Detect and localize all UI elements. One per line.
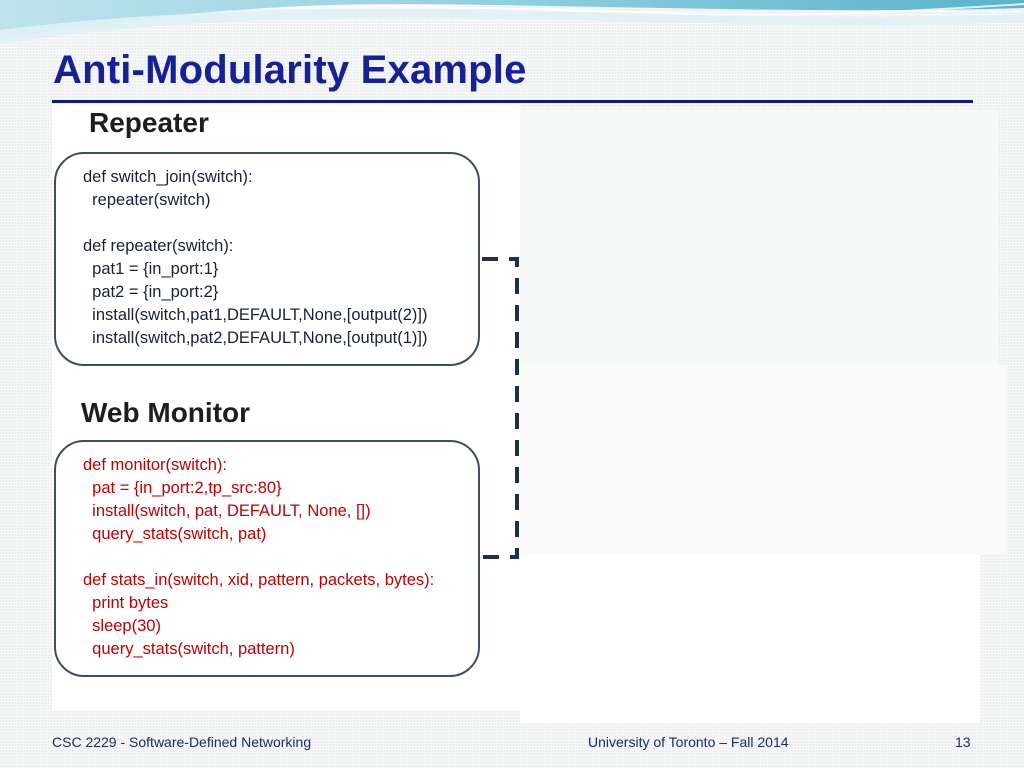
code-line	[83, 546, 468, 569]
footer-page-number: 13	[955, 734, 971, 750]
code-line: query_stats(switch, pat)	[83, 525, 267, 543]
footer-university: University of Toronto – Fall 2014	[588, 734, 789, 750]
code-line: query_stats(switch, pattern)	[83, 640, 295, 658]
header-wave-decoration	[0, 0, 1024, 44]
code-line: pat1 = {in_port:1}	[83, 260, 219, 278]
footer-course: CSC 2229 - Software-Defined Networking	[52, 734, 312, 750]
code-line: sleep(30)	[83, 617, 161, 635]
code-line: install(switch,pat2,DEFAULT,None,[output…	[83, 329, 428, 347]
code-line: pat = {in_port:2,tp_src:80}	[83, 479, 282, 497]
code-line: def monitor(switch):	[83, 456, 227, 474]
code-line: def stats_in(switch, xid, pattern, packe…	[83, 571, 435, 589]
code-line: def repeater(switch):	[83, 237, 234, 255]
monitor-code-box: def monitor(switch): pat = {in_port:2,tp…	[54, 440, 480, 677]
side-panel	[520, 110, 998, 365]
code-line: install(switch,pat1,DEFAULT,None,[output…	[83, 306, 428, 324]
monitor-heading: Web Monitor	[81, 397, 251, 428]
side-panel	[520, 555, 980, 723]
code-line: repeater(switch)	[83, 191, 211, 209]
repeater-heading: Repeater	[89, 107, 209, 138]
code-line: def switch_join(switch):	[83, 168, 253, 186]
code-line: print bytes	[83, 594, 169, 612]
repeater-code-box: def switch_join(switch): repeater(switch…	[54, 152, 480, 366]
dashed-bracket-connector	[482, 257, 519, 559]
title-underline	[52, 100, 973, 103]
code-line	[83, 212, 468, 235]
code-line: pat2 = {in_port:2}	[83, 283, 219, 301]
side-panel	[520, 365, 1007, 555]
slide-title: Anti-Modularity Example	[53, 48, 527, 92]
code-line: install(switch, pat, DEFAULT, None, [])	[83, 502, 371, 520]
